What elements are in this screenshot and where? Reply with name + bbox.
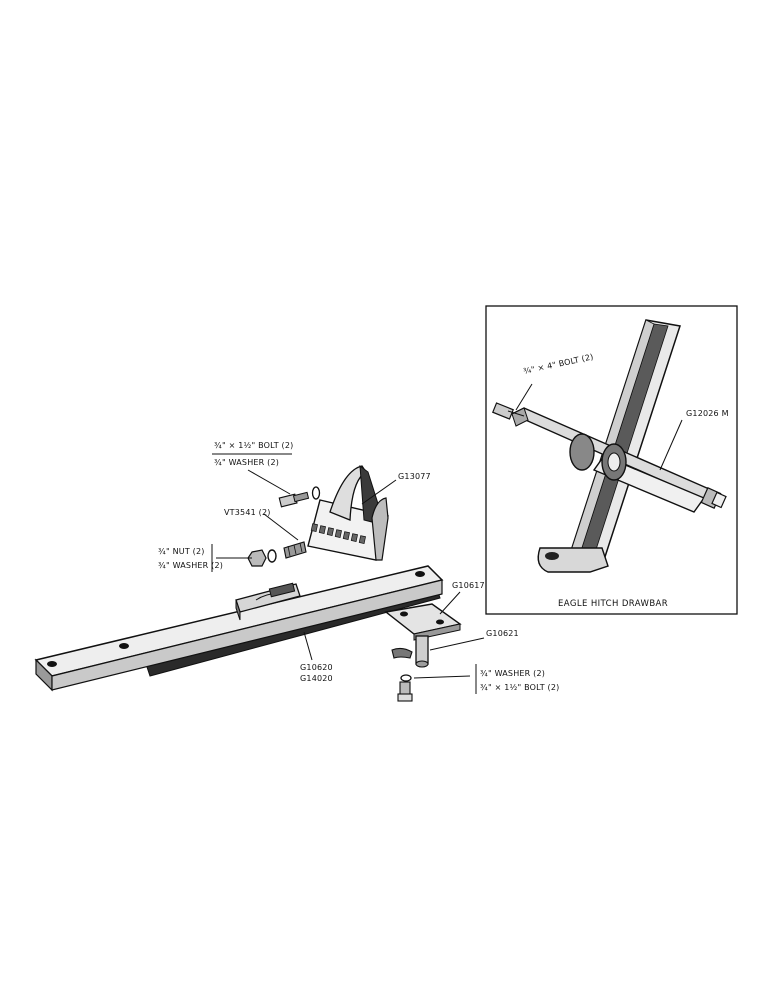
eagle-hitch-channel-bar: [567, 319, 681, 567]
label-g10620: G10620: [300, 663, 333, 672]
bracket-g13077: [307, 464, 389, 561]
leader-g10621: [429, 637, 485, 651]
bolt-bottom: [397, 681, 413, 702]
drawbar-guide-block: [235, 582, 301, 621]
leader-vt3541: [263, 513, 299, 541]
pin-g10621: [391, 635, 429, 668]
leader-inset-bolt: [515, 383, 533, 411]
washer-left: [267, 549, 277, 563]
eagle-hitch-foot-plate: [537, 547, 609, 573]
label-g10621: G10621: [486, 629, 519, 638]
label-g12026m: G12026 M: [686, 409, 729, 418]
label-nut: ¾" NUT (2): [158, 547, 205, 556]
inset-eagle-hitch-drawbar: ¾" × 4" BOLT (2) G12026 M EAGLE HITCH DR…: [485, 305, 738, 615]
label-vt3541: VT3541 (2): [224, 508, 271, 517]
washer-top: [311, 486, 321, 500]
eagle-hitch-cross-shaft: [492, 402, 727, 513]
inset-caption: EAGLE HITCH DRAWBAR: [558, 599, 668, 609]
leader-washer-bottom: [413, 675, 471, 679]
label-g13077: G13077: [398, 472, 431, 481]
leader-bolt-top: [247, 469, 291, 495]
leader-g12026m: [659, 419, 683, 471]
leader-g10620: [303, 631, 313, 661]
label-bolt-top: ¾" × 1½" BOLT (2): [214, 441, 293, 450]
label-washer-bottom: ¾" WASHER (2): [480, 669, 545, 678]
label-washer-top: ¾" WASHER (2): [214, 458, 279, 467]
label-g10617: G10617: [452, 581, 485, 590]
leader-g10617: [439, 591, 461, 615]
washer-bottom: [400, 674, 412, 682]
label-bolt-bottom: ¾" × 1½" BOLT (2): [480, 683, 559, 692]
clamp-plate-g10617: [384, 603, 462, 641]
stud-vt3541: [283, 541, 307, 559]
label-washer-left: ¾" WASHER (2): [158, 561, 223, 570]
leader-g13077: [361, 479, 397, 505]
label-g14020: G14020: [300, 674, 333, 683]
drawbar-g10620: [34, 565, 444, 692]
bolt-top: [278, 491, 310, 508]
